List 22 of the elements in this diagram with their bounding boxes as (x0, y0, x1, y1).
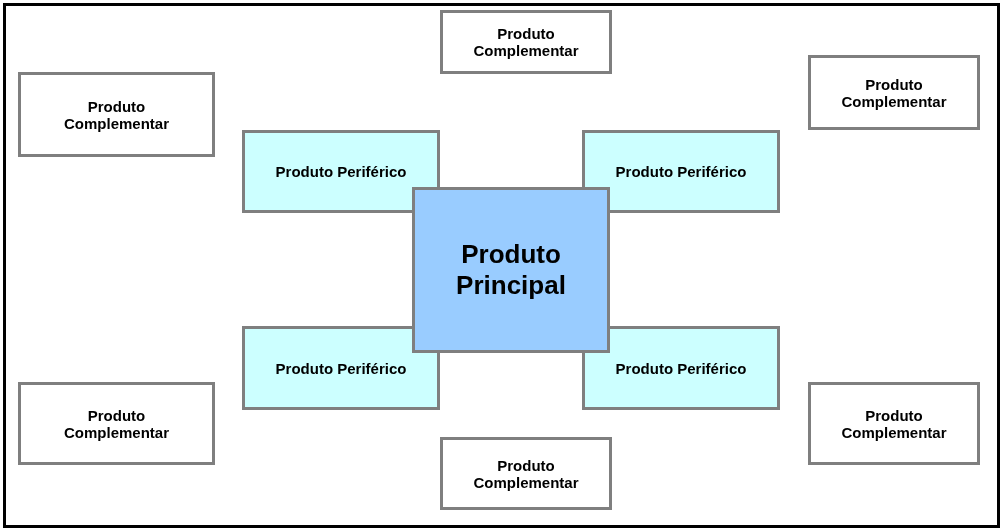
product-label: Produto Periférico (615, 359, 747, 377)
product-label: Produto Periférico (275, 163, 407, 180)
product-label: Produto Complementar (63, 97, 170, 132)
complementary-product-box (18, 382, 215, 465)
peripheral-product-box (242, 326, 440, 410)
peripheral-product-box (242, 130, 440, 213)
complementary-product-box (18, 72, 215, 157)
product-label: Produto Complementar (472, 456, 580, 491)
product-label: Produto Periférico (615, 163, 747, 180)
peripheral-product-box (582, 130, 780, 213)
product-label: Produto Complementar (63, 406, 170, 441)
product-label: Produto Complementar (472, 25, 580, 59)
complementary-product-box (440, 10, 612, 74)
product-label: Produto Principal (455, 239, 567, 301)
main-product-box (412, 187, 610, 353)
peripheral-product-box (582, 326, 780, 410)
product-label: Produto Periférico (275, 359, 407, 377)
complementary-product-box (808, 55, 980, 130)
product-label: Produto Complementar (840, 406, 948, 441)
complementary-product-box (440, 437, 612, 510)
complementary-product-box (808, 382, 980, 465)
product-label: Produto Complementar (840, 75, 948, 110)
